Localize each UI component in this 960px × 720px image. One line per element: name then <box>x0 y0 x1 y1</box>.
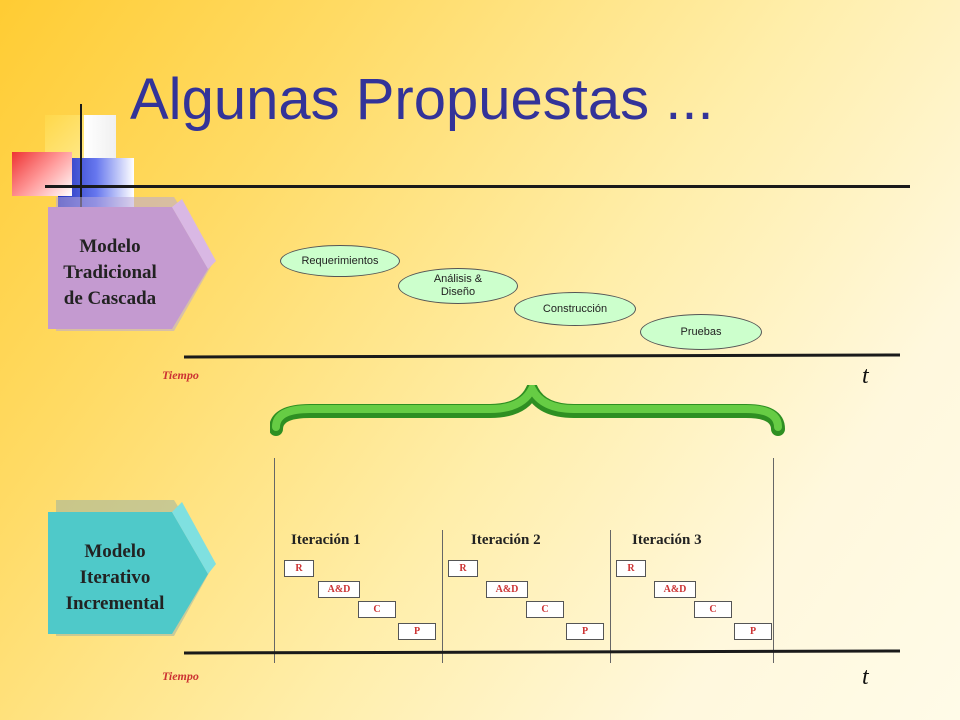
decor-vertical-line <box>80 104 82 208</box>
curly-brace <box>270 385 785 436</box>
phase-construccion: Construcción <box>514 292 636 326</box>
iteration-separator <box>773 458 774 663</box>
iteration-1-step-r: R <box>284 560 314 577</box>
iteration-1-title: Iteración 1 <box>291 532 361 548</box>
iterative-axis-variable: t <box>862 664 869 690</box>
iteration-2-step-p: P <box>566 623 604 640</box>
iterative-label-line-1: Modelo <box>84 541 146 562</box>
iteration-2-step-c: C <box>526 601 564 618</box>
waterfall-chevron <box>48 197 216 331</box>
iteration-3-step-c: C <box>694 601 732 618</box>
page-title: Algunas Propuestas ... <box>130 67 714 132</box>
iteration-2-step-r: R <box>448 560 478 577</box>
phase-label: Pruebas <box>680 325 722 338</box>
waterfall-axis-label: Tiempo <box>162 368 199 382</box>
iteration-2-title: Iteración 2 <box>471 532 541 548</box>
waterfall-model-label: Modelo Tradicional de Cascada <box>40 203 180 343</box>
iteration-3-title: Iteración 3 <box>632 532 702 548</box>
iterative-time-axis <box>183 649 901 655</box>
iteration-separator <box>442 530 443 663</box>
iterative-model-label: Modelo Iterativo Incremental <box>40 508 190 648</box>
phase-label: Requerimientos <box>301 254 379 267</box>
iterative-label-line-2: Iterativo <box>79 567 151 588</box>
iteration-separator <box>274 458 275 663</box>
phase-label: Análisis & Diseño <box>434 273 482 299</box>
phase-label: Construcción <box>542 302 608 315</box>
decor-square-white <box>84 115 116 159</box>
iteration-1-step-c: C <box>358 601 396 618</box>
iteration-1-step-p: P <box>398 623 436 640</box>
iterative-label-line-3: Incremental <box>65 593 165 614</box>
iterative-axis-label: Tiempo <box>162 669 199 683</box>
waterfall-label-line-3: de Cascada <box>63 288 157 309</box>
iteration-3-step-ad: A&D <box>654 581 696 598</box>
waterfall-axis-variable: t <box>862 363 869 389</box>
phase-requerimientos: Requerimientos <box>280 245 400 277</box>
phase-label-line-1: Análisis & <box>433 273 483 285</box>
phase-pruebas: Pruebas <box>640 314 762 350</box>
iteration-3-step-p: P <box>734 623 772 640</box>
phase-label-line-2: Diseño <box>440 286 476 298</box>
iteration-1-step-ad: A&D <box>318 581 360 598</box>
waterfall-time-axis <box>183 353 901 359</box>
iteration-separator <box>610 530 611 663</box>
waterfall-label-line-2: Tradicional <box>63 262 157 283</box>
title-underline <box>45 185 910 188</box>
iterative-chevron <box>48 500 216 636</box>
iteration-3-step-r: R <box>616 560 646 577</box>
waterfall-label-line-1: Modelo <box>79 236 141 257</box>
phase-analisis-diseno: Análisis & Diseño <box>398 268 518 304</box>
decor-square-red <box>12 152 72 196</box>
iteration-2-step-ad: A&D <box>486 581 528 598</box>
